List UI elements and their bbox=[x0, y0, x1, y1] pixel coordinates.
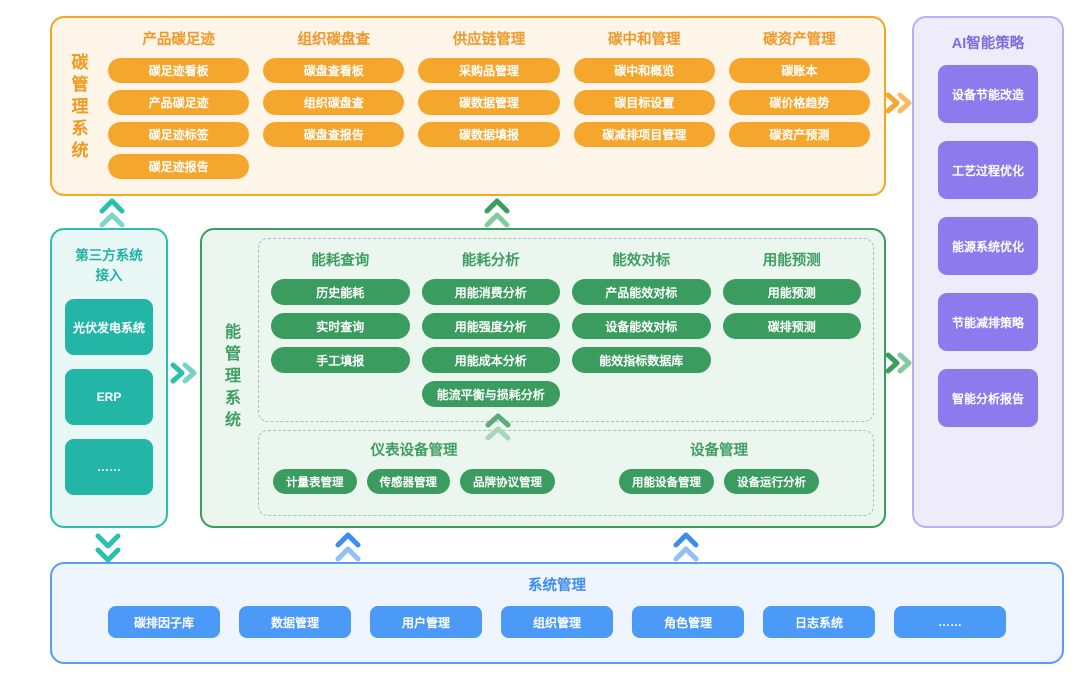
double-chevron-up-icon bbox=[483, 196, 511, 230]
carbon-item-button[interactable]: 碳盘查报告 bbox=[263, 122, 405, 147]
third-party-title: 第三方系统 接入 bbox=[75, 246, 143, 285]
carbon-item-button[interactable]: 采购品管理 bbox=[418, 58, 560, 83]
double-chevron-up-icon bbox=[484, 412, 512, 442]
column-heading: 碳中和管理 bbox=[607, 32, 681, 48]
system-item-button[interactable]: 数据管理 bbox=[239, 606, 351, 638]
carbon-item-button[interactable]: 碳盘查看板 bbox=[263, 58, 405, 83]
carbon-item-button[interactable]: 组织碳盘查 bbox=[263, 90, 405, 115]
energy-column-forecast: 用能预测 用能预测 碳排预测 bbox=[722, 249, 861, 415]
energy-item-button[interactable]: 用能强度分析 bbox=[421, 313, 560, 339]
column-heading: 能耗查询 bbox=[311, 253, 370, 269]
double-chevron-right-icon bbox=[884, 90, 914, 116]
system-item-button[interactable]: 组织管理 bbox=[501, 606, 613, 638]
system-item-button[interactable]: …… bbox=[894, 606, 1006, 638]
ai-strategy-card[interactable]: 工艺过程优化 bbox=[938, 141, 1038, 199]
system-management-title: 系统管理 bbox=[528, 578, 586, 594]
column-heading: 用能预测 bbox=[762, 253, 821, 269]
energy-management-panel: 能管理系统 能耗查询 历史能耗 实时查询 手工填报 能耗分析 用能消费分析 用能… bbox=[200, 228, 886, 528]
third-party-system-panel: 第三方系统 接入 光伏发电系统 ERP …… bbox=[50, 228, 168, 528]
double-chevron-right-icon bbox=[169, 360, 199, 386]
carbon-item-button[interactable]: 碳目标设置 bbox=[573, 90, 715, 115]
device-item-button[interactable]: 传感器管理 bbox=[366, 469, 450, 494]
ai-strategy-card[interactable]: 能源系统优化 bbox=[938, 217, 1038, 275]
carbon-column-product-footprint: 产品碳足迹 碳足迹看板 产品碳足迹 碳足迹标签 碳足迹报告 bbox=[108, 28, 250, 186]
system-management-items: 碳排因子库 数据管理 用户管理 组织管理 角色管理 日志系统 …… bbox=[108, 606, 1006, 638]
carbon-item-button[interactable]: 碳账本 bbox=[728, 58, 871, 83]
column-heading: 能耗分析 bbox=[461, 253, 520, 269]
carbon-item-button[interactable]: 碳数据填报 bbox=[418, 122, 560, 147]
third-party-card[interactable]: …… bbox=[65, 439, 153, 496]
third-party-card[interactable]: 光伏发电系统 bbox=[65, 299, 153, 356]
system-management-panel: 系统管理 碳排因子库 数据管理 用户管理 组织管理 角色管理 日志系统 …… bbox=[50, 562, 1064, 664]
column-heading: 产品碳足迹 bbox=[142, 32, 215, 48]
double-chevron-up-icon bbox=[98, 196, 126, 230]
ai-strategy-card[interactable]: 设备节能改造 bbox=[938, 65, 1038, 123]
device-item-button[interactable]: 计量表管理 bbox=[273, 469, 357, 494]
energy-item-button[interactable]: 用能预测 bbox=[722, 279, 861, 305]
energy-item-button[interactable]: 能流平衡与损耗分析 bbox=[421, 381, 560, 407]
energy-item-button[interactable]: 历史能耗 bbox=[271, 279, 410, 305]
third-party-title-line2: 接入 bbox=[95, 267, 123, 283]
column-heading: 组织碳盘查 bbox=[297, 32, 371, 48]
energy-column-benchmark: 能效对标 产品能效对标 设备能效对标 能效指标数据库 bbox=[572, 249, 711, 415]
device-item-button[interactable]: 用能设备管理 bbox=[619, 469, 714, 494]
third-party-title-line1: 第三方系统 bbox=[75, 248, 143, 263]
carbon-column-neutrality: 碳中和管理 碳中和概览 碳目标设置 碳减排项目管理 bbox=[573, 28, 715, 186]
equipment-row: 用能设备管理 设备运行分析 bbox=[619, 469, 819, 494]
ai-strategy-panel: AI智能策略 设备节能改造 工艺过程优化 能源系统优化 节能减排策略 智能分析报… bbox=[912, 16, 1064, 528]
column-heading: 供应链管理 bbox=[452, 32, 526, 48]
energy-column-analysis: 能耗分析 用能消费分析 用能强度分析 用能成本分析 能流平衡与损耗分析 bbox=[421, 249, 560, 415]
ai-strategy-card[interactable]: 节能减排策略 bbox=[938, 293, 1038, 351]
double-chevron-up-icon bbox=[672, 530, 700, 564]
energy-item-button[interactable]: 手工填报 bbox=[271, 347, 410, 373]
meter-device-group: 仪表设备管理 计量表管理 传感器管理 品牌协议管理 bbox=[273, 439, 555, 507]
double-chevron-right-icon bbox=[884, 350, 914, 376]
energy-column-query: 能耗查询 历史能耗 实时查询 手工填报 bbox=[271, 249, 410, 415]
carbon-item-button[interactable]: 碳足迹报告 bbox=[108, 154, 250, 179]
carbon-item-button[interactable]: 产品碳足迹 bbox=[108, 90, 250, 115]
system-item-button[interactable]: 碳排因子库 bbox=[108, 606, 220, 638]
system-item-button[interactable]: 角色管理 bbox=[632, 606, 744, 638]
carbon-management-title: 碳管理系统 bbox=[68, 53, 88, 163]
device-management-group: 仪表设备管理 计量表管理 传感器管理 品牌协议管理 设备管理 用能设备管理 设备… bbox=[258, 430, 874, 516]
energy-management-title: 能管理系统 bbox=[222, 323, 239, 433]
device-item-button[interactable]: 设备运行分析 bbox=[724, 469, 819, 494]
ai-strategy-card[interactable]: 智能分析报告 bbox=[938, 369, 1038, 427]
double-chevron-up-icon bbox=[334, 530, 362, 564]
system-item-button[interactable]: 用户管理 bbox=[370, 606, 482, 638]
equipment-management-group: 设备管理 用能设备管理 设备运行分析 bbox=[579, 439, 859, 507]
energy-item-button[interactable]: 设备能效对标 bbox=[572, 313, 711, 339]
carbon-item-button[interactable]: 碳资产预测 bbox=[728, 122, 871, 147]
carbon-columns: 产品碳足迹 碳足迹看板 产品碳足迹 碳足迹标签 碳足迹报告 组织碳盘查 碳盘查看… bbox=[104, 18, 884, 186]
double-chevron-down-icon bbox=[94, 530, 122, 564]
carbon-item-button[interactable]: 碳数据管理 bbox=[418, 90, 560, 115]
carbon-item-button[interactable]: 碳足迹标签 bbox=[108, 122, 250, 147]
carbon-column-supply-chain: 供应链管理 采购品管理 碳数据管理 碳数据填报 bbox=[418, 28, 560, 186]
column-heading: 碳资产管理 bbox=[763, 32, 836, 48]
energy-item-button[interactable]: 产品能效对标 bbox=[572, 279, 711, 305]
system-item-button[interactable]: 日志系统 bbox=[763, 606, 875, 638]
carbon-item-button[interactable]: 碳中和概览 bbox=[573, 58, 715, 83]
carbon-column-asset: 碳资产管理 碳账本 碳价格趋势 碳资产预测 bbox=[728, 28, 871, 186]
carbon-item-button[interactable]: 碳减排项目管理 bbox=[573, 122, 715, 147]
device-item-button[interactable]: 品牌协议管理 bbox=[460, 469, 555, 494]
energy-item-button[interactable]: 实时查询 bbox=[271, 313, 410, 339]
carbon-column-org-inventory: 组织碳盘查 碳盘查看板 组织碳盘查 碳盘查报告 bbox=[263, 28, 405, 186]
column-heading: 能效对标 bbox=[612, 253, 671, 269]
column-heading: 设备管理 bbox=[690, 443, 748, 459]
energy-item-button[interactable]: 用能成本分析 bbox=[421, 347, 560, 373]
column-heading: 仪表设备管理 bbox=[370, 443, 458, 459]
energy-item-button[interactable]: 碳排预测 bbox=[722, 313, 861, 339]
energy-item-button[interactable]: 能效指标数据库 bbox=[572, 347, 711, 373]
energy-content: 能耗查询 历史能耗 实时查询 手工填报 能耗分析 用能消费分析 用能强度分析 用… bbox=[258, 230, 884, 526]
ai-strategy-title: AI智能策略 bbox=[951, 36, 1025, 52]
carbon-item-button[interactable]: 碳足迹看板 bbox=[108, 58, 250, 83]
carbon-management-panel: 碳管理系统 产品碳足迹 碳足迹看板 产品碳足迹 碳足迹标签 碳足迹报告 组织碳盘… bbox=[50, 16, 886, 196]
meter-device-row: 计量表管理 传感器管理 品牌协议管理 bbox=[273, 469, 555, 494]
energy-function-group: 能耗查询 历史能耗 实时查询 手工填报 能耗分析 用能消费分析 用能强度分析 用… bbox=[258, 238, 874, 422]
third-party-card[interactable]: ERP bbox=[65, 369, 153, 426]
carbon-item-button[interactable]: 碳价格趋势 bbox=[728, 90, 871, 115]
energy-item-button[interactable]: 用能消费分析 bbox=[421, 279, 560, 305]
